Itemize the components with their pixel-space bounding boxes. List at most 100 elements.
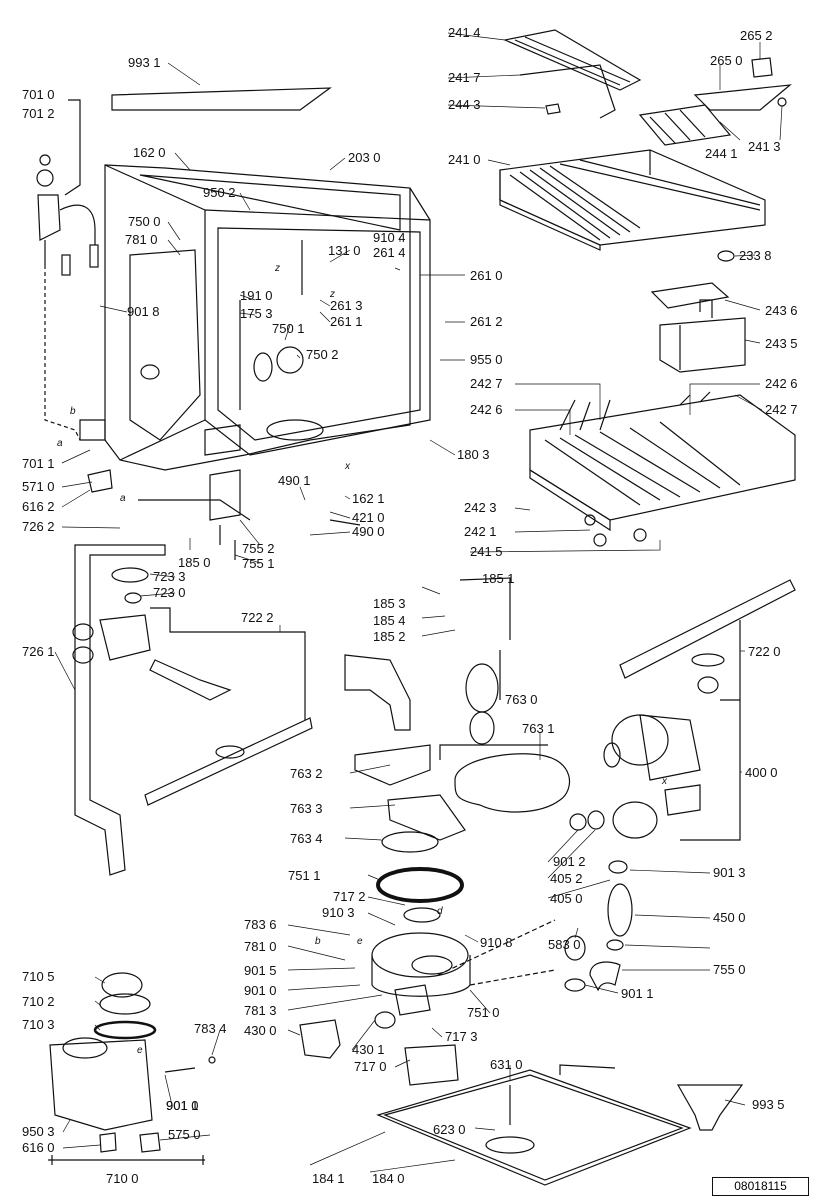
- part-label-722-2: 722 2: [241, 610, 274, 625]
- part-label-430-0: 430 0: [244, 1023, 277, 1038]
- connector-783-4: [164, 1067, 196, 1073]
- part-label-910-8: 910 8: [480, 935, 513, 950]
- part-label-750-2: 750 2: [306, 347, 339, 362]
- callout-letter: b: [70, 406, 76, 417]
- part-label-583-0: 583 0: [548, 937, 581, 952]
- part-label-717-0: 717 0: [354, 1059, 387, 1074]
- part-label-901-0: 901 0: [166, 1098, 199, 1113]
- part-label-162-1: 162 1: [352, 491, 385, 506]
- upper-basket: [499, 149, 766, 251]
- part-label-242-1: 242 1: [464, 524, 497, 539]
- part-label-701-2: 701 2: [22, 106, 55, 121]
- part-label-910-4: 910 4: [373, 230, 406, 245]
- part-label-763-0: 763 0: [505, 692, 538, 707]
- clip-244-3: [545, 103, 561, 115]
- lower-spray-arm: [144, 717, 313, 806]
- part-label-901-1: 901 1: [166, 1098, 199, 1113]
- basket-lid: [650, 282, 730, 309]
- callout-letter: x: [662, 776, 667, 787]
- part-label-723-3: 723 3: [153, 569, 186, 584]
- part-label-783-4: 783 4: [194, 1021, 227, 1036]
- part-label-783-6: 783 6: [244, 917, 277, 932]
- callout-letter: a: [57, 438, 63, 449]
- callout-letter: z: [275, 263, 280, 274]
- sump-housing: [371, 932, 471, 1016]
- part-label-265-0: 265 0: [710, 53, 743, 68]
- part-label-993-1: 993 1: [128, 55, 161, 70]
- coarse-filter: [465, 663, 499, 713]
- part-label-726-2: 726 2: [22, 519, 55, 534]
- part-label-400-0: 400 0: [745, 765, 778, 780]
- seal-strip: [111, 87, 332, 111]
- part-label-405-0: 405 0: [550, 891, 583, 906]
- part-label-244-1: 244 1: [705, 146, 738, 161]
- part-label-405-2: 405 2: [550, 871, 583, 886]
- part-label-242-3: 242 3: [464, 500, 497, 515]
- callout-letter: e: [357, 936, 363, 947]
- lower-basket: [529, 391, 796, 547]
- part-label-180-3: 180 3: [457, 447, 490, 462]
- part-label-710-0: 710 0: [106, 1171, 139, 1186]
- part-label-710-2: 710 2: [22, 994, 55, 1009]
- duct-763: [344, 654, 411, 731]
- part-label-755-0: 755 0: [713, 962, 746, 977]
- part-label-261-2: 261 2: [470, 314, 503, 329]
- callout-letter: a: [120, 493, 126, 504]
- part-233-8: [717, 250, 735, 262]
- part-label-717-3: 717 3: [445, 1029, 478, 1044]
- callout-letter: x: [345, 461, 350, 472]
- part-label-184-0: 184 0: [372, 1171, 405, 1186]
- part-label-243-6: 243 6: [765, 303, 798, 318]
- cutlery-basket: [659, 317, 746, 373]
- part-label-233-8: 233 8: [739, 248, 772, 263]
- rack-244-1: [638, 104, 732, 146]
- part-label-244-3: 244 3: [448, 97, 481, 112]
- pressure-switch: [404, 1044, 459, 1086]
- callout-letter: d: [437, 906, 443, 917]
- part-label-131-0: 131 0: [328, 243, 361, 258]
- callout-letter: b: [315, 936, 321, 947]
- part-label-955-0: 955 0: [470, 352, 503, 367]
- callout-letter: z: [330, 289, 335, 300]
- rail-241-7: [519, 64, 616, 119]
- nut-241-3: [777, 97, 787, 107]
- part-label-242-6: 242 6: [470, 402, 503, 417]
- part-label-763-3: 763 3: [290, 801, 323, 816]
- part-label-750-0: 750 0: [128, 214, 161, 229]
- part-label-701-1: 701 1: [22, 456, 55, 471]
- part-label-751-1: 751 1: [288, 868, 321, 883]
- part-label-901-2: 901 2: [553, 854, 586, 869]
- part-label-950-2: 950 2: [203, 185, 236, 200]
- seal-751-1: [376, 867, 464, 903]
- part-label-616-0: 616 0: [22, 1140, 55, 1155]
- gasket-763-4: [381, 831, 439, 853]
- part-label-241-5: 241 5: [470, 544, 503, 559]
- part-label-185-0: 185 0: [178, 555, 211, 570]
- funnel-993-5: [676, 1084, 744, 1131]
- sump-cover: [354, 744, 431, 786]
- part-label-781-0: 781 0: [125, 232, 158, 247]
- part-label-242-6: 242 6: [765, 376, 798, 391]
- filter-cover: [387, 794, 466, 841]
- circulation-pump: [603, 714, 701, 839]
- hose-450-0: [607, 883, 633, 937]
- inlet-hose-assembly: [36, 154, 113, 493]
- part-label-901-1: 901 1: [621, 986, 654, 1001]
- part-label-701-0: 701 0: [22, 87, 55, 102]
- part-label-185-4: 185 4: [373, 613, 406, 628]
- part-label-710-3: 710 3: [22, 1017, 55, 1032]
- slide-265-2: [751, 57, 773, 78]
- part-label-421-0: 421 0: [352, 510, 385, 525]
- part-label-751-0: 751 0: [467, 1005, 500, 1020]
- drain-pump: [299, 1019, 341, 1059]
- part-label-726-1: 726 1: [22, 644, 55, 659]
- part-label-763-1: 763 1: [522, 721, 555, 736]
- part-label-717-2: 717 2: [333, 889, 366, 904]
- part-label-755-2: 755 2: [242, 541, 275, 556]
- cutlery-rack: [503, 29, 642, 91]
- water-softener: [49, 972, 161, 1153]
- part-label-763-2: 763 2: [290, 766, 323, 781]
- upper-spray-arm: [619, 579, 796, 679]
- part-label-241-3: 241 3: [748, 139, 781, 154]
- part-label-241-0: 241 0: [448, 152, 481, 167]
